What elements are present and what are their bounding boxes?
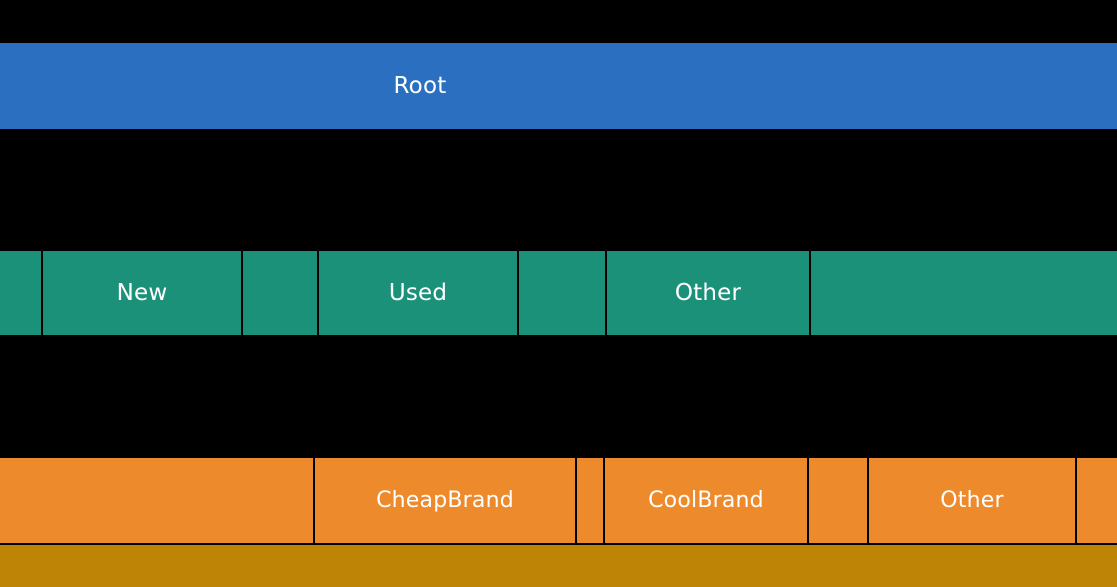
node-label: Other [940, 487, 1004, 513]
node-label: CoolBrand [648, 487, 764, 513]
icicle-node[interactable] [0, 251, 41, 335]
icicle-node[interactable]: New [43, 251, 241, 335]
icicle-node[interactable] [521, 43, 1117, 129]
brand-level: CheapBrand CoolBrand Other [0, 458, 1117, 543]
icicle-node[interactable] [811, 251, 1117, 335]
icicle-node[interactable] [0, 43, 319, 129]
node-label: New [116, 279, 168, 306]
icicle-node[interactable] [809, 458, 867, 543]
root-level: Root [0, 43, 1117, 129]
icicle-node[interactable] [0, 458, 313, 543]
icicle-node[interactable] [243, 251, 317, 335]
node-label: Used [388, 279, 448, 306]
icicle-node[interactable]: Other [607, 251, 809, 335]
icicle-node[interactable] [1077, 458, 1117, 543]
condition-level: New Used Other [0, 251, 1117, 335]
icicle-node[interactable] [519, 251, 605, 335]
icicle-node[interactable] [577, 458, 603, 543]
icicle-node[interactable]: Used [319, 251, 517, 335]
node-label: Root [393, 72, 447, 99]
icicle-node[interactable]: Root [319, 43, 521, 129]
node-label: Other [674, 279, 742, 306]
icicle-node[interactable]: CheapBrand [315, 458, 575, 543]
icicle-node[interactable]: CoolBrand [605, 458, 807, 543]
icicle-node[interactable]: Other [869, 458, 1075, 543]
icicle-node[interactable] [0, 545, 1117, 587]
node-label: CheapBrand [376, 487, 514, 513]
leaf-level [0, 545, 1117, 587]
